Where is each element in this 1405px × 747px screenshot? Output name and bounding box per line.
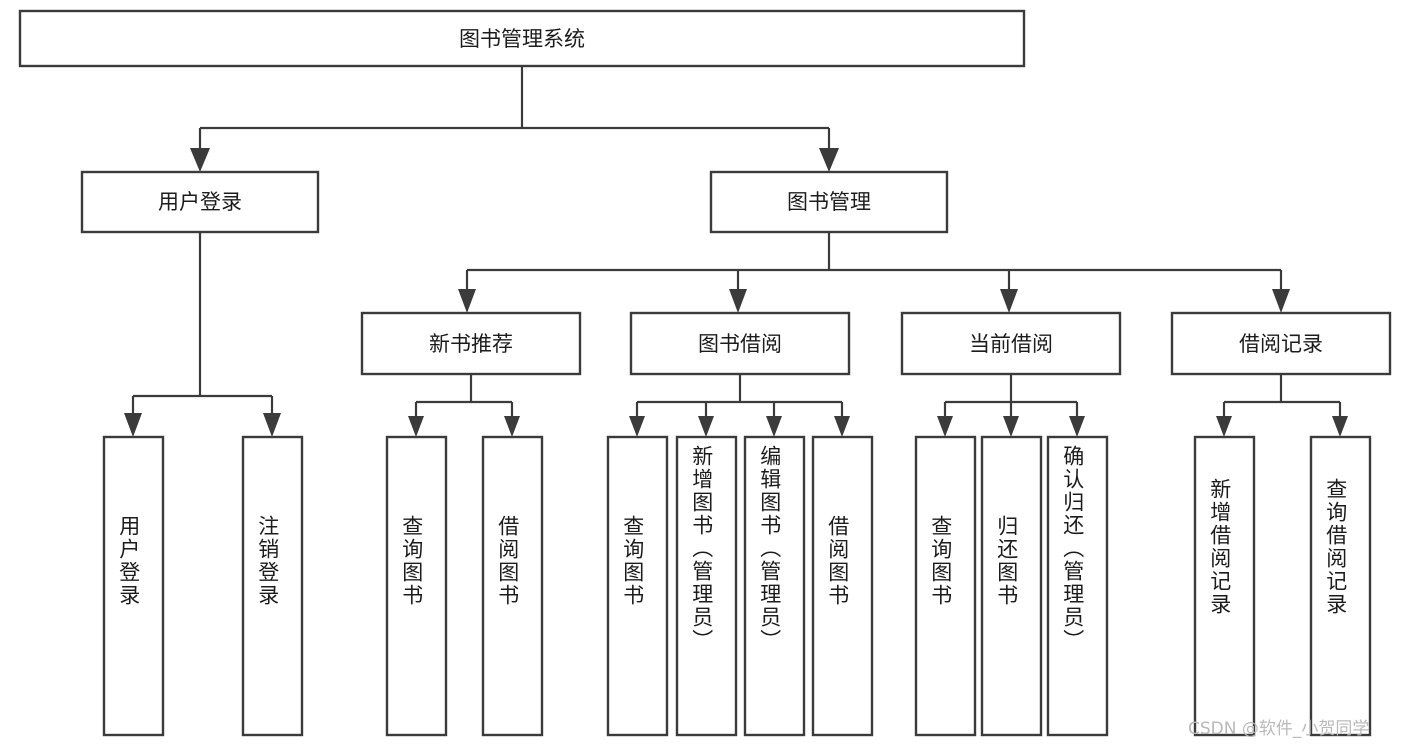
node-label-borrow-record: 借阅记录	[1239, 332, 1323, 356]
arrow-to-user-login	[190, 148, 210, 172]
arrow-to-leaf-borrow-add	[698, 416, 714, 437]
arrow-to-leaf-record-query	[1332, 416, 1348, 437]
arrow-to-leaf-borrow-book	[834, 416, 850, 437]
node-box-root[interactable]	[18, 9, 1026, 68]
arrow-to-leaf-current-confirm	[1069, 416, 1085, 437]
arrow-to-current	[1000, 289, 1018, 313]
arrow-to-record	[1272, 289, 1290, 313]
node-label-user-login: 用户登录	[158, 190, 242, 214]
node-label-current-borrow: 当前借阅	[969, 332, 1053, 356]
node-box-leaf-current-return[interactable]	[980, 435, 1043, 737]
node-box-leaf-newbook-borrow[interactable]	[481, 435, 544, 737]
node-label-book-management: 图书管理	[787, 190, 871, 214]
arrow-to-leaf-borrow-query	[629, 416, 645, 437]
connector-group	[131, 66, 1342, 418]
node-box-leaf-current-confirm[interactable]	[1046, 435, 1109, 737]
node-box-leaf-newbook-query[interactable]	[385, 435, 448, 737]
arrow-to-leaf-user-login	[124, 413, 142, 437]
node-box-user-login[interactable]	[80, 170, 320, 234]
arrow-to-book-mgmt	[819, 148, 839, 172]
arrow-to-borrow	[729, 289, 747, 313]
node-box-book-management[interactable]	[709, 170, 949, 234]
node-label-book-borrow: 图书借阅	[698, 332, 782, 356]
node-box-leaf-borrow-book[interactable]	[811, 435, 874, 737]
watermark-text: CSDN @软件_小贺同学	[1188, 719, 1370, 739]
arrowhead-group	[124, 148, 1348, 437]
node-box-leaf-current-query[interactable]	[914, 435, 977, 737]
node-box-leaf-borrow-query[interactable]	[606, 435, 669, 737]
arrow-to-newbook	[458, 289, 476, 313]
node-box-leaf-user-login[interactable]	[102, 435, 165, 737]
node-label-new-book-recommend: 新书推荐	[429, 332, 513, 356]
arrow-to-leaf-current-query	[937, 416, 953, 437]
node-box-borrow-record[interactable]	[1170, 311, 1392, 376]
arrow-to-leaf-logout	[263, 413, 281, 437]
node-box-group: 图书管理系统 用户登录 图书管理 新书推荐 图书借阅 当前借阅 借阅记录	[18, 9, 1392, 737]
arrow-to-leaf-newbook-borrow	[504, 416, 520, 437]
node-label-root: 图书管理系统	[459, 27, 585, 51]
node-box-leaf-borrow-add[interactable]	[675, 435, 738, 737]
node-box-leaf-logout[interactable]	[241, 435, 304, 737]
node-box-new-book-recommend[interactable]	[360, 311, 582, 376]
node-box-leaf-record-query[interactable]	[1309, 435, 1372, 737]
node-box-book-borrow[interactable]	[629, 311, 851, 376]
arrow-to-leaf-record-add	[1216, 416, 1232, 437]
arrow-to-leaf-current-return	[1003, 416, 1019, 437]
node-box-leaf-borrow-edit[interactable]	[743, 435, 806, 737]
arrow-to-leaf-borrow-edit	[766, 416, 782, 437]
arrow-to-leaf-newbook-query	[408, 416, 424, 437]
node-box-leaf-record-add[interactable]	[1193, 435, 1256, 737]
node-box-current-borrow[interactable]	[900, 311, 1122, 376]
